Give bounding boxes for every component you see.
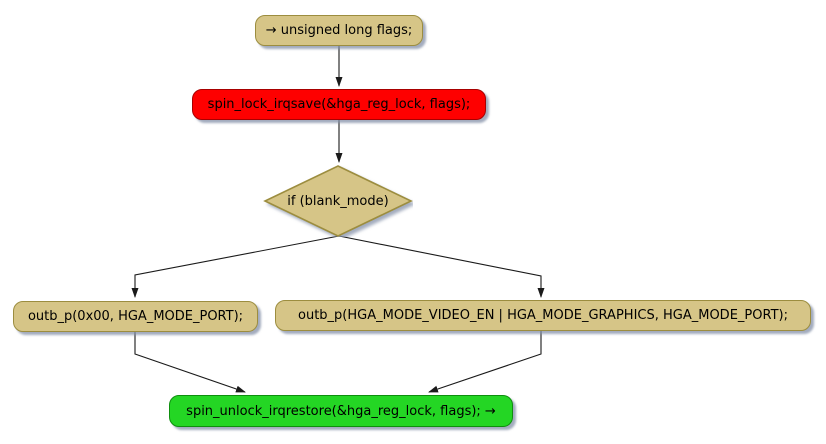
- node-start-flags: → unsigned long flags;: [255, 15, 423, 46]
- node-spin-unlock-label: spin_unlock_irqrestore(&hga_reg_lock, fl…: [186, 403, 496, 419]
- edge-branch-true-to-unlock: [134, 332, 246, 393]
- node-decision-label: if (blank_mode): [287, 193, 389, 209]
- edge-decision-to-branch-true: [131, 235, 340, 298]
- node-decision-if-blank-mode: if (blank_mode): [263, 165, 413, 237]
- node-spin-lock-label: spin_lock_irqsave(&hga_reg_lock, flags);: [207, 97, 471, 112]
- node-spin-lock: spin_lock_irqsave(&hga_reg_lock, flags);: [192, 89, 486, 120]
- node-start-flags-label: → unsigned long flags;: [265, 23, 413, 38]
- edge-branch-false-to-unlock: [428, 331, 542, 393]
- node-branch-true: outb_p(0x00, HGA_MODE_PORT);: [13, 301, 258, 332]
- edge-decision-to-branch-false: [338, 235, 545, 298]
- node-branch-false-label: outb_p(HGA_MODE_VIDEO_EN | HGA_MODE_GRAP…: [298, 308, 788, 323]
- node-branch-false: outb_p(HGA_MODE_VIDEO_EN | HGA_MODE_GRAP…: [275, 300, 811, 331]
- node-branch-true-label: outb_p(0x00, HGA_MODE_PORT);: [27, 309, 244, 324]
- node-spin-unlock: spin_unlock_irqrestore(&hga_reg_lock, fl…: [169, 395, 513, 427]
